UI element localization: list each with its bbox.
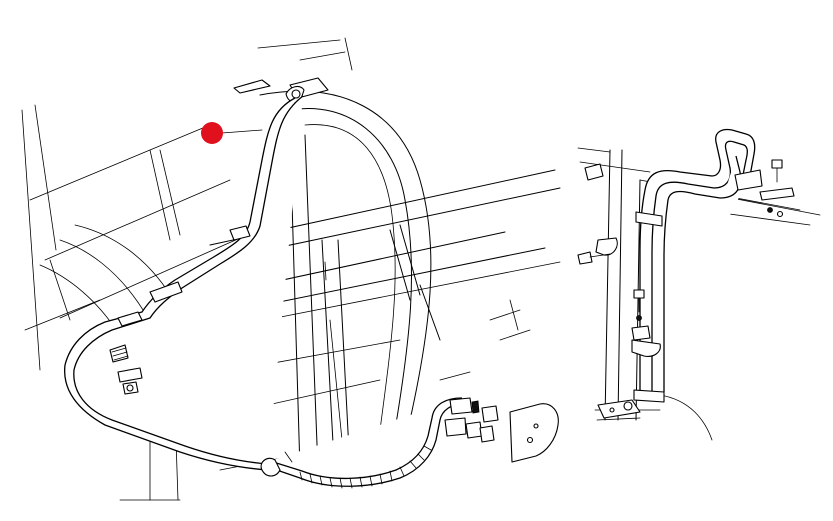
right-hydraulic-pipes xyxy=(631,128,756,403)
bulkhead-fittings xyxy=(444,397,559,463)
right-fasteners xyxy=(577,159,795,419)
red-dot-icon xyxy=(201,122,223,144)
cab-frame-left xyxy=(21,37,561,501)
left-hydraulic-hose xyxy=(64,95,463,489)
left-small-fittings xyxy=(109,344,143,395)
callout-marker xyxy=(201,122,263,144)
top-mounting-bracket xyxy=(233,77,329,104)
